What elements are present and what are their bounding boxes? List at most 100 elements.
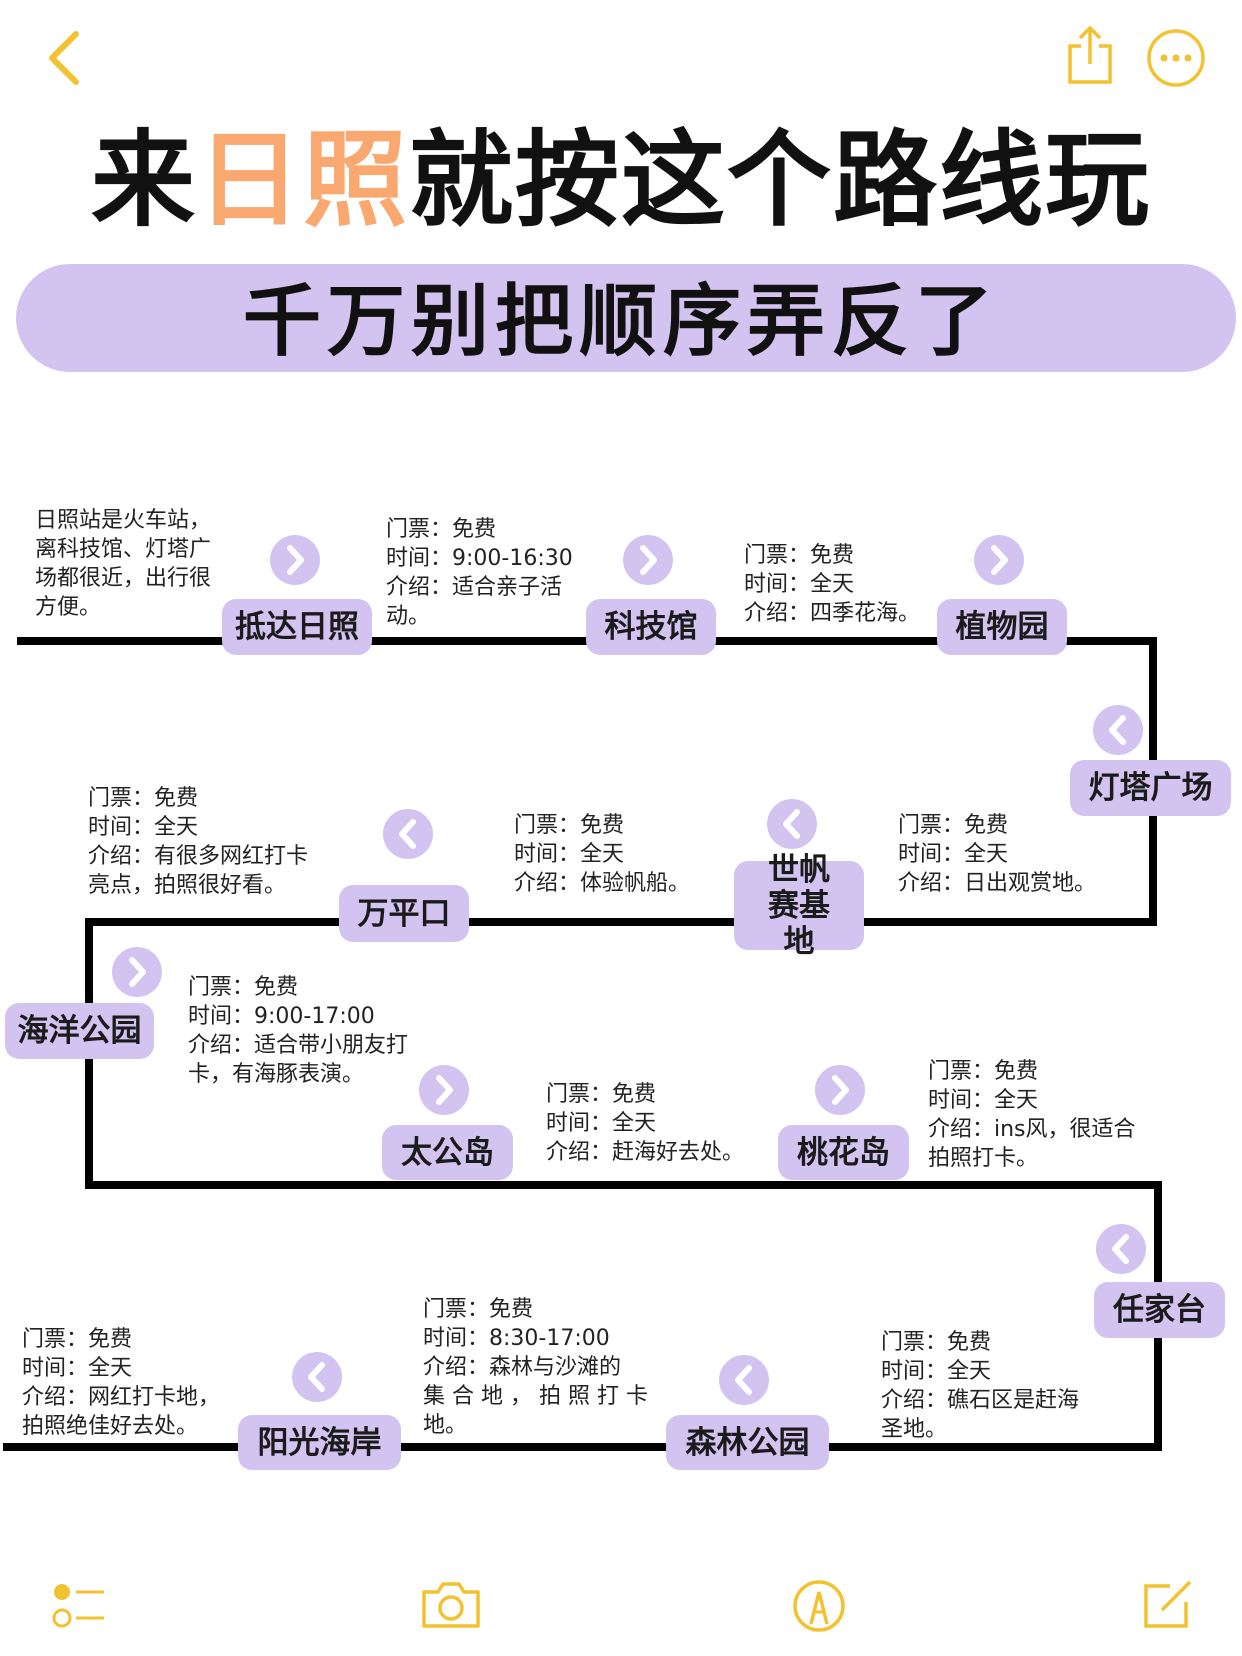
title-highlight: 日照 [196,119,409,241]
direction-arrow [270,535,320,585]
direction-arrow [1093,705,1143,755]
info-line: 时间：全天 [898,842,1009,867]
camera-button[interactable] [420,1580,482,1630]
share-icon [1068,25,1112,84]
stop-label: 科技馆 [586,599,716,655]
chevron-left-icon [1112,1234,1129,1264]
stop-label: 世帆赛基地 [734,852,864,960]
stop-info: 门票：免费时间：全天介绍：赶海好去处。 [546,1080,744,1167]
route-line [3,1443,1162,1451]
info-line: 圣地。 [881,1417,948,1442]
title-part: 就按这个路线玩 [409,119,1152,241]
info-line: 时间：9:00-17:00 [188,1004,375,1029]
direction-arrow [419,1065,469,1115]
info-line: 地。 [423,1413,468,1438]
direction-arrow [623,535,673,585]
stop-info: 门票：免费时间：全天介绍：体验帆船。 [514,811,690,898]
info-line: 门票：免费 [744,543,855,568]
info-line: 时间：全天 [928,1088,1039,1113]
info-line: 时间：全天 [88,815,199,840]
checklist-icon [52,1584,104,1628]
info-line: 介绍：有很多网红打卡 [88,844,309,869]
info-line: 介绍：适合亲子活 [386,575,563,600]
direction-arrow [974,535,1024,585]
info-line: 拍照绝佳好去处。 [22,1414,199,1439]
info-line: 介绍：日出观赏地。 [898,871,1097,896]
info-line: 介绍：ins风，很适合 [928,1117,1136,1142]
stop-label: 桃花岛 [778,1125,909,1180]
route-line [85,918,1157,926]
info-line: 集 合 地 ， 拍 照 打 卡 [423,1384,648,1409]
stop-info: 日照站是火车站，离科技馆、灯塔广场都很近，出行很方便。 [35,506,211,622]
chevron-right-icon [640,545,657,575]
info-line: 方便。 [35,595,102,620]
stop-info: 门票：免费时间：全天介绍：ins风，很适合拍照打卡。 [928,1057,1136,1173]
direction-arrow [112,947,162,997]
info-line: 门票：免费 [881,1330,992,1355]
stop-info: 门票：免费时间：8:30-17:00 介绍：森林与沙滩的集 合 地 ， 拍 照 打… [423,1295,648,1440]
stop-label: 万平口 [339,885,469,942]
chevron-right-icon [129,957,146,987]
chevron-left-icon [399,819,416,849]
info-line: 亮点，拍照很好看。 [88,873,287,898]
stop-label: 抵达日照 [222,599,372,655]
direction-arrow [767,799,817,849]
info-line: 介绍：森林与沙滩的 [423,1355,622,1380]
markup-button[interactable] [791,1580,847,1632]
info-line: 时间：全天 [514,842,625,867]
info-line: 时间：全天 [546,1111,657,1136]
info-line: 介绍：礁石区是赶海 [881,1388,1080,1413]
chevron-right-icon [287,545,304,575]
info-line: 门票：免费 [386,517,497,542]
info-line: 门票：免费 [22,1327,133,1352]
more-icon [1147,29,1205,87]
info-line: 拍照打卡。 [928,1146,1039,1171]
share-button[interactable] [1066,24,1114,86]
info-line: 日照站是火车站， [35,508,212,533]
stop-info: 门票：免费时间：全天介绍：有很多网红打卡亮点，拍照很好看。 [88,784,308,900]
info-line: 时间：8:30-17:00 [423,1326,610,1351]
stop-label: 阳光海岸 [238,1415,401,1470]
direction-arrow [719,1355,769,1405]
info-line: 时间：全天 [22,1356,133,1381]
page-title: 来日照就按这个路线玩 [0,118,1242,242]
markup-pen-icon [793,1580,845,1632]
more-button[interactable] [1146,28,1206,88]
stop-info: 门票：免费时间：全天介绍：网红打卡地， 拍照绝佳好去处。 [22,1325,220,1441]
stop-info: 门票：免费时间：全天介绍：四季花海。 [744,541,920,628]
stop-label: 植物园 [937,599,1067,655]
info-line: 离科技馆、灯塔广 [35,537,212,562]
info-line: 门票：免费 [514,813,625,838]
info-line: 门票：免费 [423,1297,534,1322]
stop-label: 森林公园 [666,1415,829,1470]
info-line: 介绍：网红打卡地， [22,1385,221,1410]
stop-label: 任家台 [1094,1282,1225,1338]
chevron-right-icon [436,1075,453,1105]
info-line: 动。 [386,604,431,629]
info-line: 门票：免费 [898,813,1009,838]
chevron-left-icon [49,31,79,85]
stop-label-text: 世帆赛基地 [768,851,830,960]
stop-info: 门票：免费时间：全天介绍：日出观赏地。 [898,811,1096,898]
info-line: 卡，有海豚表演。 [188,1062,365,1087]
stop-label: 太公岛 [382,1125,513,1180]
direction-arrow [815,1065,865,1115]
chevron-left-icon [308,1362,325,1392]
info-line: 门票：免费 [188,975,299,1000]
chevron-left-icon [1109,715,1126,745]
direction-arrow [383,809,433,859]
stop-info: 门票：免费时间：9:00-16:30 介绍：适合亲子活动。 [386,515,573,631]
compose-button[interactable] [1140,1580,1196,1630]
info-line: 介绍：赶海好去处。 [546,1140,745,1165]
subtitle: 千万别把顺序弄反了 [242,277,999,367]
info-line: 时间：9:00-16:30 [386,546,573,571]
back-button[interactable] [42,30,86,86]
checklist-button[interactable] [52,1580,108,1630]
camera-icon [422,1582,480,1628]
title-part: 来 [90,119,197,241]
stop-label: 灯塔广场 [1070,760,1231,816]
direction-arrow [1096,1224,1146,1274]
info-line: 时间：全天 [744,572,855,597]
compose-icon [1144,1580,1192,1628]
